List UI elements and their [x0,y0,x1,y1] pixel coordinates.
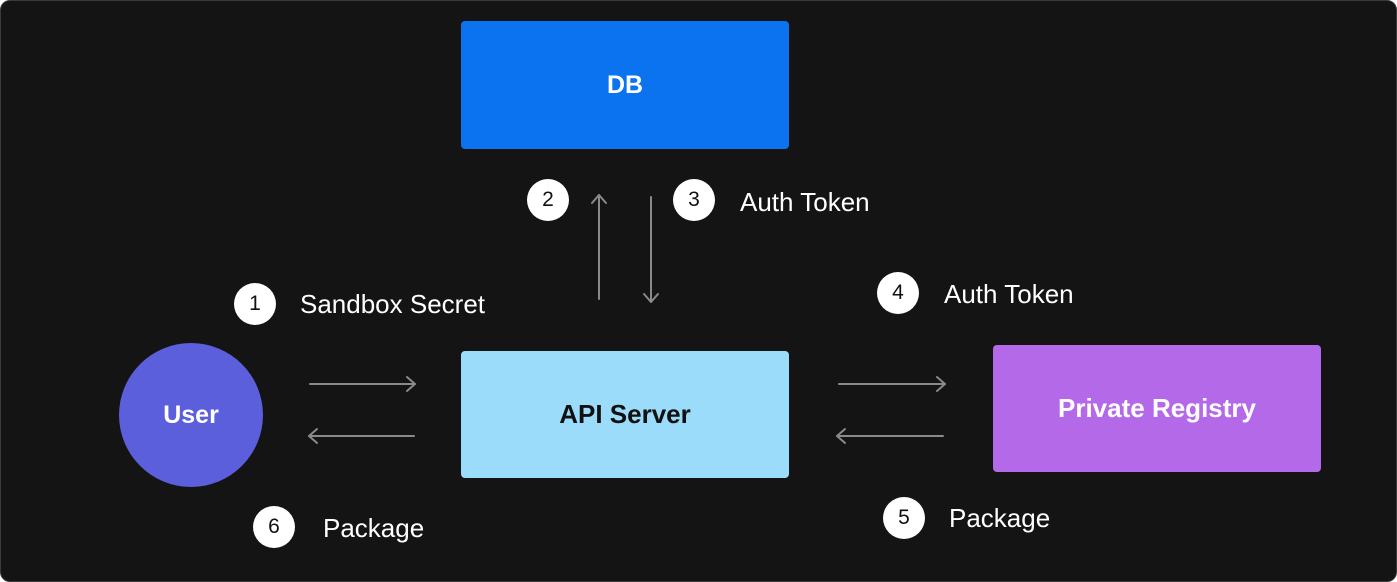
step-3-badge: 3 [673,179,715,221]
arrow-user-to-api [309,376,416,392]
step-2-badge: 2 [527,179,569,221]
arrow-db-to-api [643,196,659,303]
step-5-badge: 5 [883,497,925,539]
step-4-badge: 4 [877,272,919,314]
private-registry-node: Private Registry [993,345,1321,472]
step-6-badge: 6 [253,506,295,548]
step-3-label: Auth Token [740,187,870,217]
private-registry-node-label: Private Registry [1058,393,1256,423]
step-4-label: Auth Token [944,279,1074,309]
user-node: User [119,343,263,487]
api-server-node-label: API Server [559,399,691,429]
db-node-label: DB [606,70,644,99]
step-6-label: Package [323,513,425,543]
arrow-api-to-db [591,194,607,300]
step-5-label: Package [949,503,1051,533]
user-node-label: User [163,400,219,429]
step-1-badge: 1 [234,283,276,325]
db-node: DB [461,21,789,149]
arrow-registry-to-api [836,428,944,444]
api-server-node: API Server [461,351,789,478]
arrow-api-to-user [308,428,415,444]
arrow-api-to-registry [838,376,946,392]
step-1-label: Sandbox Secret [300,289,486,319]
